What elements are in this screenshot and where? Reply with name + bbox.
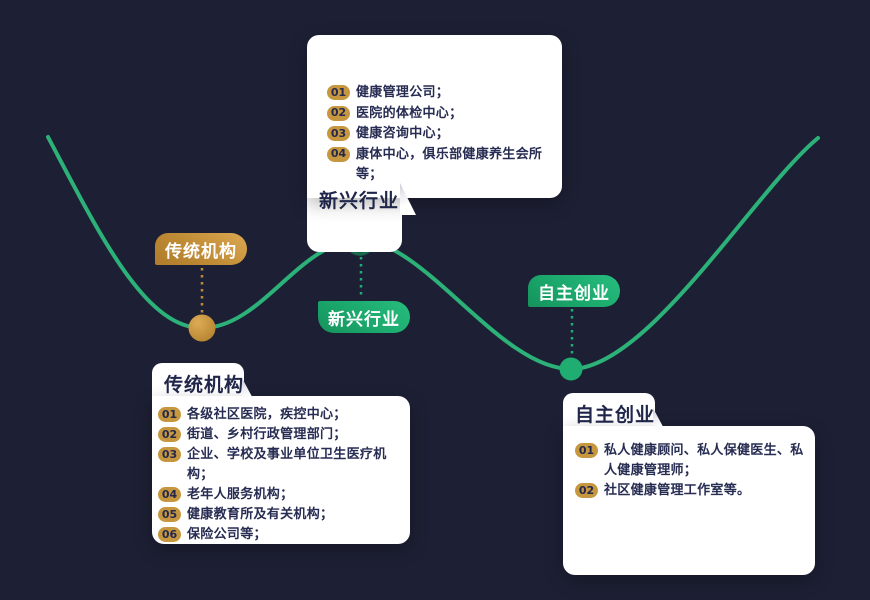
item-text: 健康咨询中心； xyxy=(356,126,450,141)
card-startup-body xyxy=(563,426,815,575)
item-number-badge: 01 xyxy=(575,443,598,458)
item-text: 老年人服务机构； xyxy=(187,487,294,502)
item-number-badge: 02 xyxy=(327,105,350,121)
item-text: 健康教育所及有关机构； xyxy=(187,507,334,522)
card-emerging-body xyxy=(307,35,562,198)
card-traditional-title-tab xyxy=(152,363,244,401)
item-text: 街道、乡村行政管理部门； xyxy=(187,427,347,442)
list-item: 01 各级社区医院，疾控中心； xyxy=(158,405,406,425)
card-traditional-title: 传统机构 xyxy=(164,374,245,396)
pill-startup-label: 自主创业 xyxy=(538,283,610,304)
item-number-badge: 04 xyxy=(158,487,181,502)
list-item: 01 健康管理公司； xyxy=(327,83,552,103)
traditional-node-dot xyxy=(188,314,216,342)
item-number-badge: 01 xyxy=(158,407,181,422)
list-item: 04 康体中心，俱乐部健康养生会所等； xyxy=(327,145,552,185)
item-number-badge: 02 xyxy=(158,427,181,442)
item-text: 企业、学校及事业单位卫生医疗机构； xyxy=(187,447,387,482)
item-text: 康体中心，俱乐部健康养生会所等； xyxy=(356,146,543,182)
item-text: 健康管理公司； xyxy=(356,85,450,100)
list-item: 03 企业、学校及事业单位卫生医疗机构； xyxy=(158,445,406,485)
pill-emerging-label: 新兴行业 xyxy=(328,309,400,330)
pill-startup: 自主创业 xyxy=(528,275,620,307)
card-startup: 自主创业 01 私人健康顾问、私人保健医生、私人健康管理师； 02 社区健康管理… xyxy=(563,393,815,575)
item-text: 社区健康管理工作室等。 xyxy=(604,483,751,498)
item-number-badge: 03 xyxy=(327,126,350,141)
list-item: 02 医院的体检中心； xyxy=(327,104,552,124)
item-number-badge: 02 xyxy=(575,483,598,498)
card-traditional-items: 01 各级社区医院，疾控中心； 02 街道、乡村行政管理部门； 03 企业、学校… xyxy=(158,405,406,545)
card-emerging-title: 新兴行业 xyxy=(319,190,400,212)
card-emerging-items: 01 健康管理公司； 02 医院的体检中心； 03 健康咨询中心； 04 康体中… xyxy=(327,83,552,185)
item-number-badge: 05 xyxy=(158,507,181,522)
list-item: 03 健康咨询中心； xyxy=(327,124,552,144)
card-startup-title: 自主创业 xyxy=(575,404,656,426)
item-number-badge: 01 xyxy=(327,85,350,100)
item-number-badge: 03 xyxy=(158,447,181,462)
card-startup-title-tab xyxy=(563,393,655,431)
card-traditional-body xyxy=(152,396,410,544)
pill-emerging: 新兴行业 xyxy=(318,301,410,333)
pill-traditional: 传统机构 xyxy=(155,233,247,265)
item-text: 各级社区医院，疾控中心； xyxy=(187,407,347,422)
startup-node-dot xyxy=(559,357,583,381)
list-item: 01 私人健康顾问、私人保健医生、私人健康管理师； xyxy=(575,441,807,481)
list-item: 05 健康教育所及有关机构； xyxy=(158,505,406,525)
card-startup-items: 01 私人健康顾问、私人保健医生、私人健康管理师； 02 社区健康管理工作室等。 xyxy=(575,441,807,501)
item-number-badge: 04 xyxy=(327,146,350,162)
card-emerging-title-tab xyxy=(307,195,402,252)
item-text: 私人健康顾问、私人保健医生、私人健康管理师； xyxy=(604,443,804,478)
list-item: 04 老年人服务机构； xyxy=(158,485,406,505)
list-item: 02 街道、乡村行政管理部门； xyxy=(158,425,406,445)
card-traditional: 传统机构 01 各级社区医院，疾控中心； 02 街道、乡村行政管理部门； 03 … xyxy=(152,363,410,544)
list-item: 06 保险公司等； xyxy=(158,525,406,545)
list-item: 02 社区健康管理工作室等。 xyxy=(575,481,807,501)
item-text: 医院的体检中心； xyxy=(356,105,463,121)
item-text: 保险公司等； xyxy=(187,527,267,542)
item-number-badge: 06 xyxy=(158,527,181,542)
card-emerging: 新兴行业 01 健康管理公司； 02 医院的体检中心； 03 健康咨询中心； 0… xyxy=(307,35,562,252)
pill-traditional-label: 传统机构 xyxy=(165,241,237,262)
